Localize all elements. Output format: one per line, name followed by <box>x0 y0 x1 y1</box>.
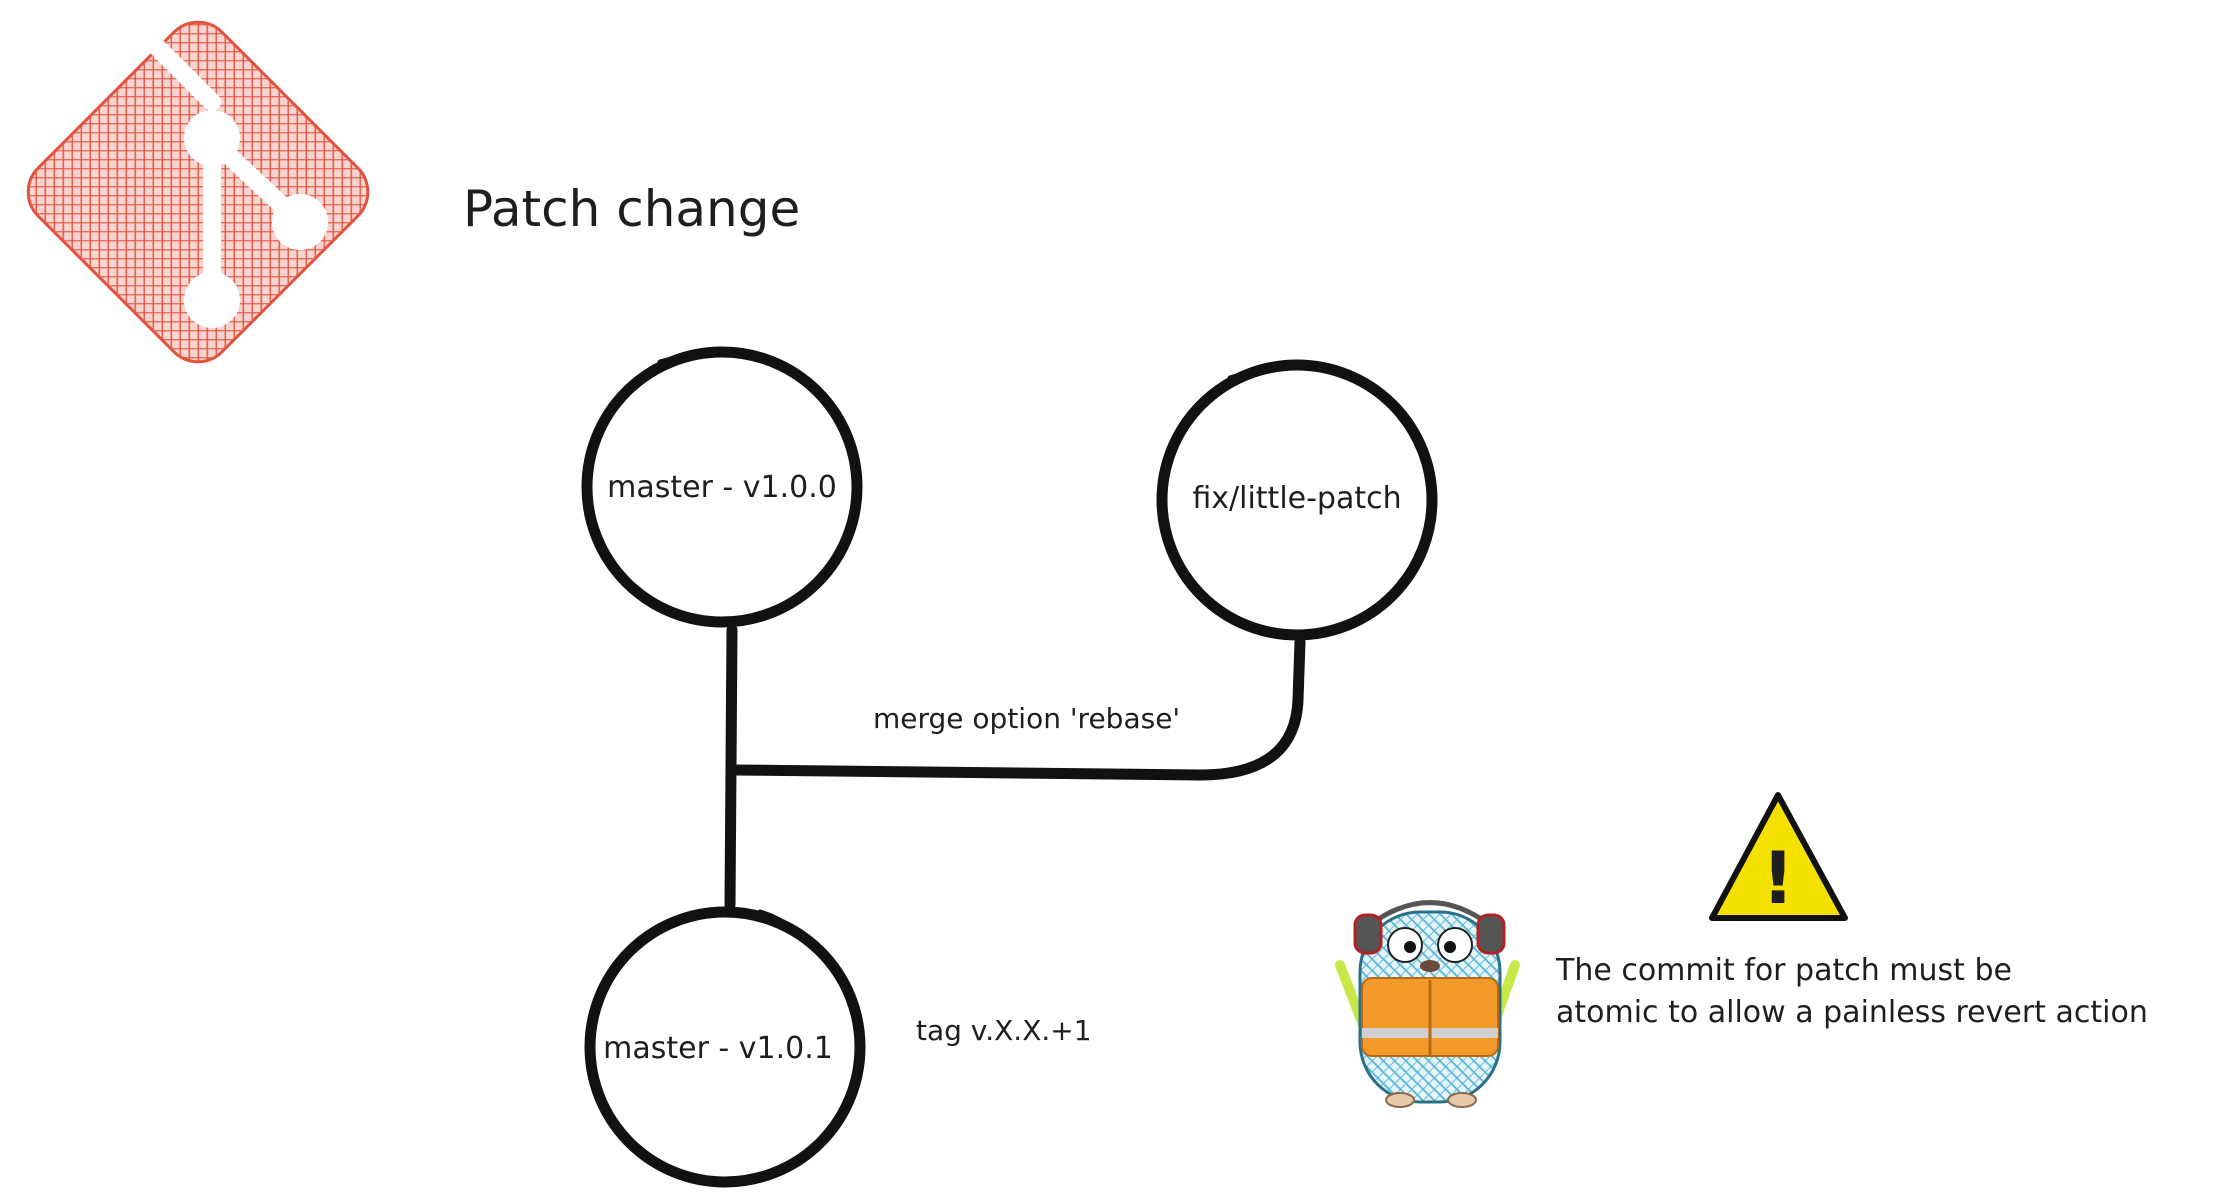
node-label-master-v101: master - v1.0.1 <box>603 1031 833 1066</box>
node-label-fix-branch: fix/little-patch <box>1192 481 1401 516</box>
node-master-v101: master - v1.0.1 <box>584 906 866 1188</box>
warning-triangle-icon: ! <box>1709 792 1848 921</box>
node-fix-branch: fix/little-patch <box>1156 359 1438 641</box>
warning-note-line1: The commit for patch must be <box>1555 953 2012 988</box>
node-label-master-v100: master - v1.0.0 <box>607 470 837 505</box>
warning-note-line2: atomic to allow a painless revert action <box>1556 995 2148 1030</box>
merge-option-label: merge option 'rebase' <box>873 702 1180 735</box>
git-logo-icon <box>26 20 370 364</box>
node-master-v100: master - v1.0.0 <box>581 346 863 628</box>
tag-label: tag v.X.X.+1 <box>916 1014 1092 1047</box>
edge-merge-line <box>728 636 1306 781</box>
page-title: Patch change <box>463 180 800 238</box>
gopher-construction-icon <box>1335 900 1520 1108</box>
warning-symbol: ! <box>1762 836 1795 920</box>
